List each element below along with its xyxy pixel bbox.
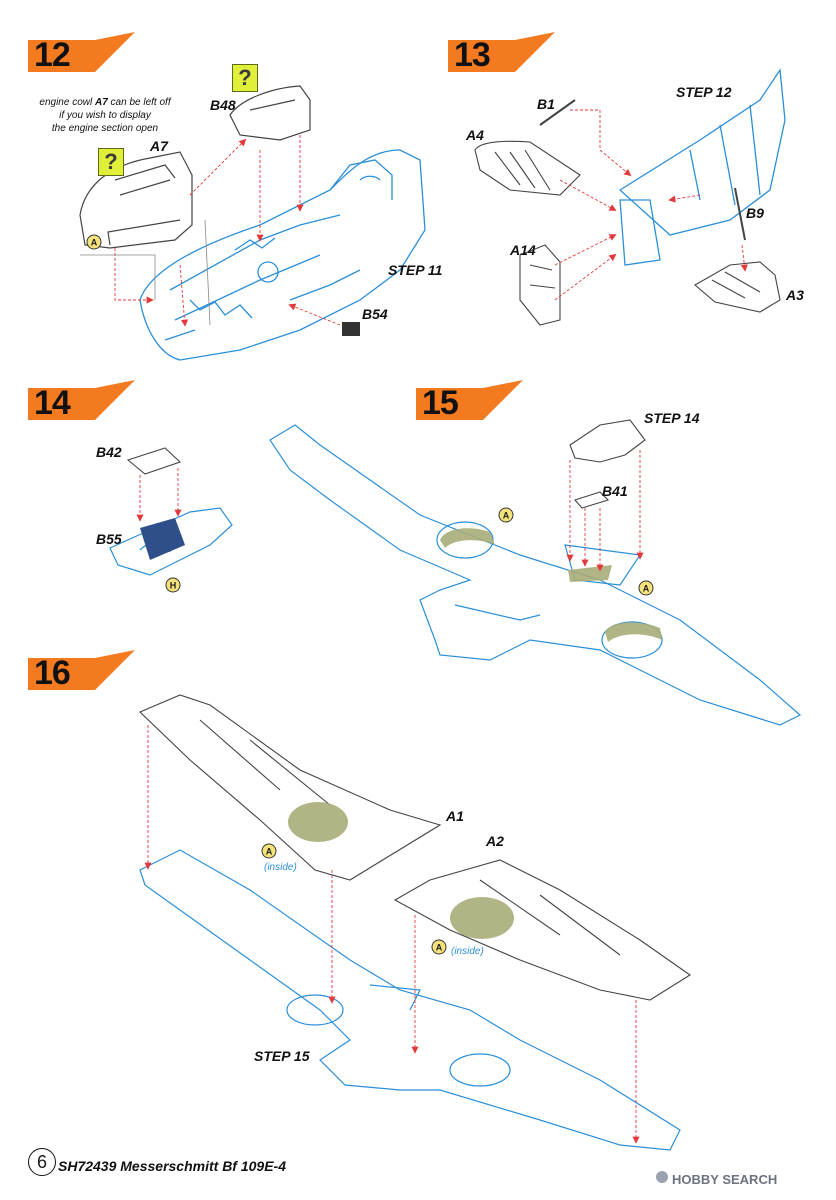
step-ref-label: STEP 11 xyxy=(388,262,443,278)
part-b42 xyxy=(126,447,182,475)
part-a3-elevator xyxy=(694,261,781,313)
part-b41 xyxy=(574,491,610,509)
part-label-a14: A14 xyxy=(510,242,536,258)
step-12-solid-guides xyxy=(80,219,211,326)
step-number-15: 15 xyxy=(422,384,459,422)
step-15-guides xyxy=(566,450,644,572)
part-a14-rudder xyxy=(519,244,561,326)
part-a4-elevator xyxy=(474,140,581,196)
step-ref-label: STEP 15 xyxy=(254,1048,310,1064)
part-b54 xyxy=(342,322,360,336)
page-number: 6 xyxy=(28,1148,56,1176)
part-label-b54: B54 xyxy=(362,306,388,322)
paint-h-icon: H xyxy=(165,577,181,593)
part-label-a7: A7 xyxy=(150,138,168,154)
step-16-guides xyxy=(144,725,640,1144)
step-16-banner xyxy=(28,650,135,690)
step-16-lower-wing xyxy=(139,849,681,1151)
paint-a-icon: A xyxy=(498,507,514,523)
step-12-fuselage xyxy=(139,149,426,361)
step-ref-label: STEP 14 xyxy=(644,410,700,426)
cowl-b48 xyxy=(229,85,311,141)
question-mark-icon: ? xyxy=(98,148,124,176)
part-label-a1: A1 xyxy=(446,808,464,824)
step-14-banner xyxy=(28,380,135,420)
svg-text:A: A xyxy=(503,511,510,521)
step-number-13: 13 xyxy=(454,36,491,74)
paint-a-icon: A xyxy=(86,234,102,250)
part-label-b55: B55 xyxy=(96,531,122,547)
part-label-b9: B9 xyxy=(746,205,764,221)
step-ref-label: STEP 12 xyxy=(676,84,732,100)
part-label-b48: B48 xyxy=(210,97,236,113)
part-a2-upper-wing xyxy=(393,859,691,1001)
svg-text:A: A xyxy=(643,584,650,594)
part-label-b41: B41 xyxy=(602,483,628,499)
step-15-lower-wing xyxy=(269,424,802,726)
cowl-note: engine cowl A7 can be left off if you wi… xyxy=(39,97,171,134)
part-label-b42: B42 xyxy=(96,444,122,460)
svg-text:A: A xyxy=(266,847,273,857)
hobby-search-logo-icon xyxy=(656,1171,668,1183)
part-label-a3: A3 xyxy=(786,287,804,303)
step-13-banner xyxy=(448,32,555,72)
paint-a-icon: A xyxy=(431,939,447,955)
step-number-12: 12 xyxy=(34,36,71,74)
step-number-16: 16 xyxy=(34,654,71,692)
question-mark-icon: ? xyxy=(232,64,258,92)
step-number-14: 14 xyxy=(34,384,71,422)
step-14-guides xyxy=(136,468,182,522)
part-a1-upper-wing xyxy=(139,694,442,881)
paint-a-icon: A xyxy=(261,843,277,859)
step-15-banner xyxy=(416,380,523,420)
watermark: HOBBY SEARCH xyxy=(672,1172,778,1187)
paint-a-icon: A xyxy=(638,580,654,596)
part-b55 xyxy=(140,518,185,560)
step-13-tail-fuselage xyxy=(618,68,786,266)
inside-note: (inside) xyxy=(451,946,484,957)
step-12-guides xyxy=(114,135,341,327)
part-label-a4: A4 xyxy=(466,127,484,143)
part-label-a2: A2 xyxy=(486,833,504,849)
svg-text:A: A xyxy=(436,943,443,953)
kit-title: SH72439 Messerschmitt Bf 109E-4 xyxy=(58,1158,287,1174)
part-b1-b9 xyxy=(539,99,746,241)
step-15-paint-areas xyxy=(440,528,662,642)
step-16-paint-areas xyxy=(288,802,514,939)
step-12-banner xyxy=(28,32,135,72)
svg-text:A: A xyxy=(91,238,98,248)
step-13-guides xyxy=(554,109,748,301)
part-step14-cowl xyxy=(569,419,646,463)
cowl-a7 xyxy=(79,151,193,249)
svg-text:H: H xyxy=(170,581,177,591)
inside-note: (inside) xyxy=(264,862,297,873)
part-label-b1: B1 xyxy=(537,96,555,112)
